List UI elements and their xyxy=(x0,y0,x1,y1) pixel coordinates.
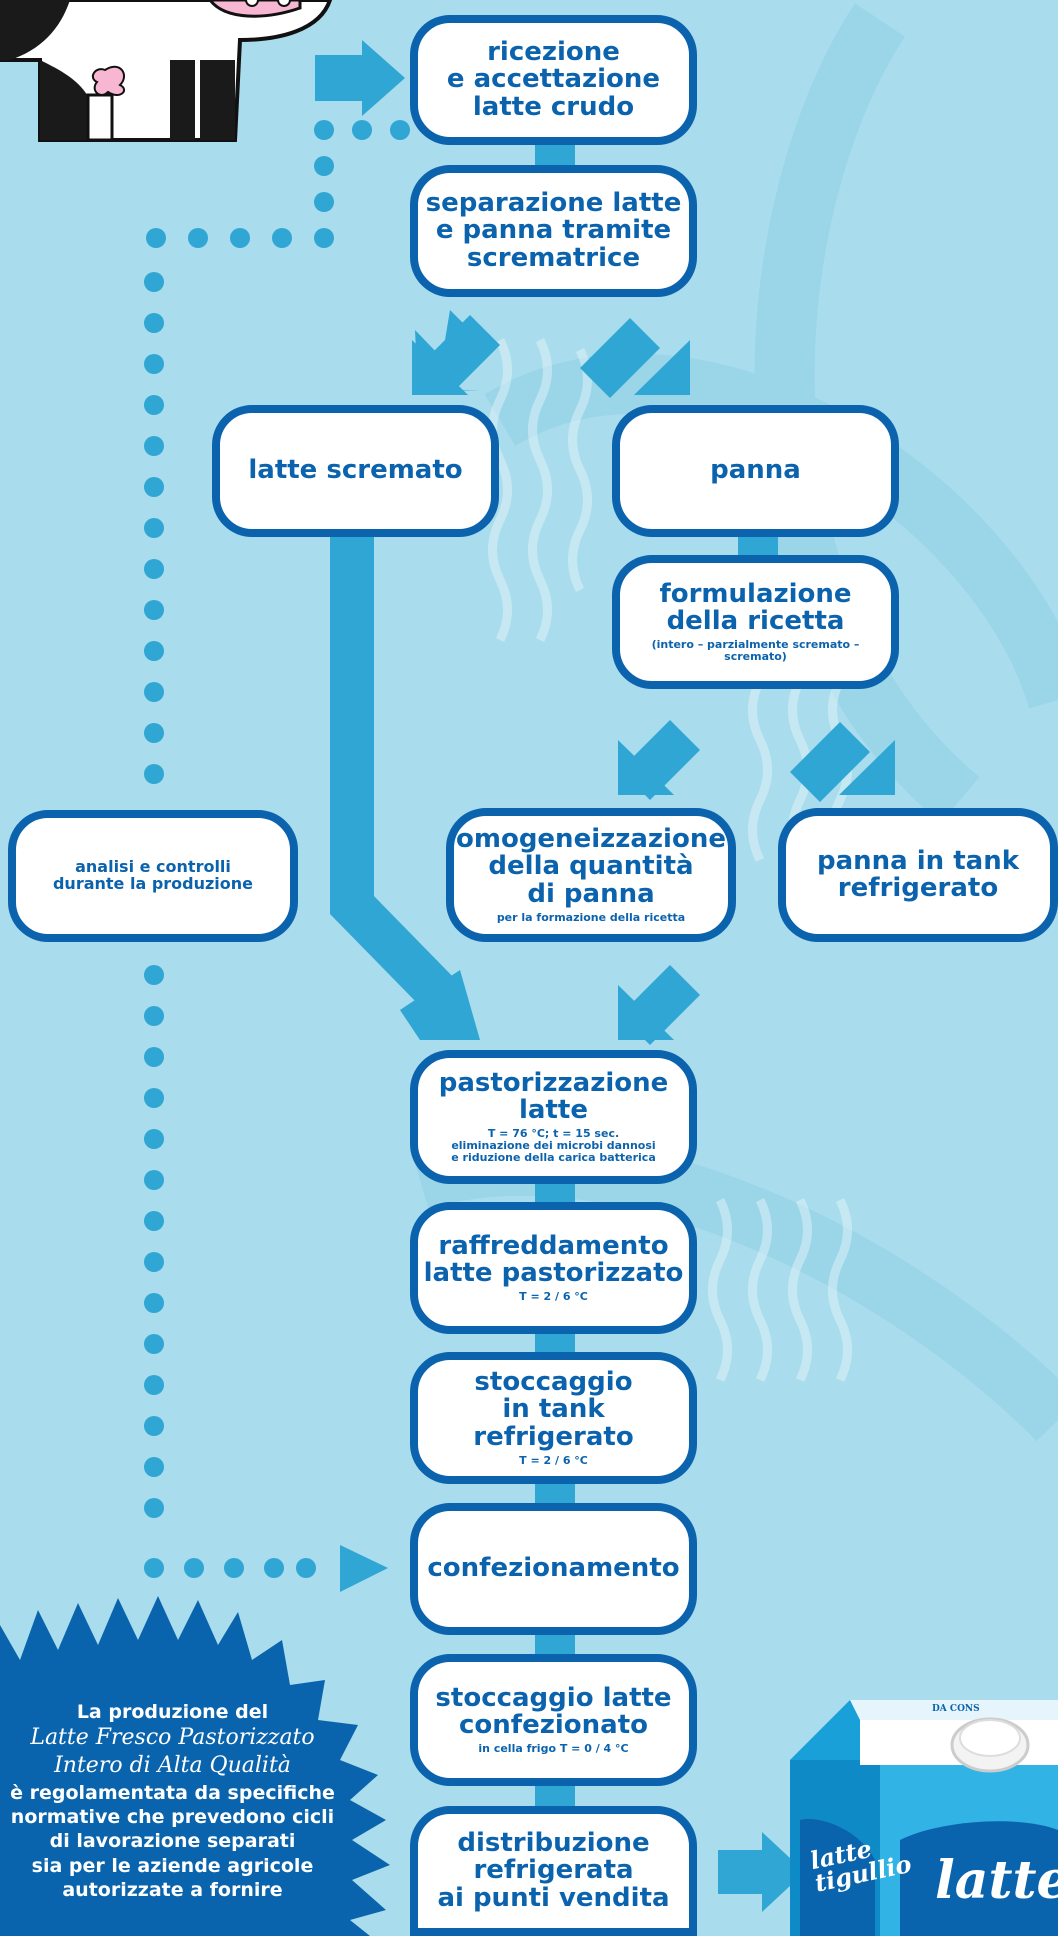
node-analisi: analisi e controlli durante la produzion… xyxy=(8,810,298,942)
arrow-to-confezionamento xyxy=(340,1545,388,1592)
arrow-to-ricezione xyxy=(315,40,405,116)
node-separazione: separazione latte e panna tramite screma… xyxy=(410,165,697,297)
production-note-line4: è regolamentata da specifiche xyxy=(10,1781,335,1804)
node-stoccaggio-confezionato-subtitle: in cella frigo T = 0 / 4 °C xyxy=(478,1742,629,1756)
node-stoccaggio-confezionato: stoccaggio latte confezionato in cella f… xyxy=(410,1654,697,1786)
node-formulazione-title: formulazione della ricetta xyxy=(659,578,852,636)
node-stoccaggio-confezionato-title: stoccaggio latte confezionato xyxy=(435,1682,672,1740)
node-raffreddamento-title: raffreddamento latte pastorizzato xyxy=(423,1230,684,1288)
production-note-line6: di lavorazione separati xyxy=(49,1830,296,1853)
starburst-badge xyxy=(0,1596,390,1936)
node-pastorizzazione-subtitle: T = 76 °C; t = 15 sec. eliminazione dei … xyxy=(451,1127,656,1165)
node-distribuzione: distribuzione refrigerata ai punti vendi… xyxy=(410,1806,697,1936)
node-ricezione: ricezione e accettazione latte crudo xyxy=(410,15,697,145)
node-omogeneizzazione: omogeneizzazione della quantità di panna… xyxy=(446,808,736,942)
arrow-to-pastorizzazione-left xyxy=(400,970,480,1040)
arrow-to-carton xyxy=(718,1832,805,1912)
production-note-line2: Latte Fresco Pastorizzato xyxy=(30,1725,315,1751)
cow-illustration xyxy=(0,0,333,142)
node-omogeneizzazione-title: omogeneizzazione della quantità di panna xyxy=(456,824,726,909)
node-separazione-title: separazione latte e panna tramite screma… xyxy=(425,188,682,273)
production-note-line3: Intero di Alta Qualità xyxy=(54,1753,291,1779)
node-panna-tank-title: panna in tank refrigerato xyxy=(816,845,1020,903)
block-arrows xyxy=(315,40,805,1912)
production-note-line7: sia per le aziende agricole xyxy=(31,1854,314,1877)
node-formulazione: formulazione della ricetta (intero – par… xyxy=(612,555,899,689)
node-omogeneizzazione-subtitle: per la formazione della ricetta xyxy=(496,910,686,924)
node-stoccaggio-tank-subtitle: T = 2 / 6 °C xyxy=(519,1453,588,1467)
milk-carton-illustration xyxy=(790,1700,1058,1936)
node-latte-scremato: latte scremato xyxy=(212,405,499,537)
node-stoccaggio-tank-title: stoccaggio in tank refrigerato xyxy=(473,1367,634,1452)
node-raffreddamento: raffreddamento latte pastorizzato T = 2 … xyxy=(410,1202,697,1334)
node-confezionamento-title: confezionamento xyxy=(427,1553,680,1584)
production-note-line5: normative che prevedono cicli xyxy=(10,1805,335,1828)
node-latte-scremato-title: latte scremato xyxy=(248,455,463,486)
carton-brand-front: latte xyxy=(935,1850,1058,1911)
node-distribuzione-title: distribuzione refrigerata ai punti vendi… xyxy=(437,1828,670,1913)
node-formulazione-subtitle: (intero – parzialmente scremato – screma… xyxy=(651,638,860,664)
node-panna: panna xyxy=(612,405,899,537)
node-pastorizzazione: pastorizzazione latte T = 76 °C; t = 15 … xyxy=(410,1050,697,1184)
node-raffreddamento-subtitle: T = 2 / 6 °C xyxy=(519,1290,588,1304)
node-analisi-title: analisi e controlli durante la produzion… xyxy=(52,857,254,893)
node-panna-title: panna xyxy=(710,455,801,486)
production-note: La produzione del Latte Fresco Pastorizz… xyxy=(0,1700,345,1902)
node-confezionamento: confezionamento xyxy=(410,1503,697,1635)
production-note-line8: autorizzate a fornire xyxy=(62,1878,283,1901)
node-panna-tank: panna in tank refrigerato xyxy=(778,808,1058,942)
scremato-path xyxy=(330,535,456,1011)
diagonal-arrows xyxy=(412,310,895,1045)
carton-small-label: DA CONS xyxy=(932,1704,980,1714)
node-pastorizzazione-title: pastorizzazione latte xyxy=(438,1067,669,1125)
node-stoccaggio-tank: stoccaggio in tank refrigerato T = 2 / 6… xyxy=(410,1352,697,1484)
dotted-control-line xyxy=(144,120,410,1578)
node-ricezione-title: ricezione e accettazione latte crudo xyxy=(446,37,661,122)
production-note-line1: La produzione del xyxy=(76,1701,269,1723)
